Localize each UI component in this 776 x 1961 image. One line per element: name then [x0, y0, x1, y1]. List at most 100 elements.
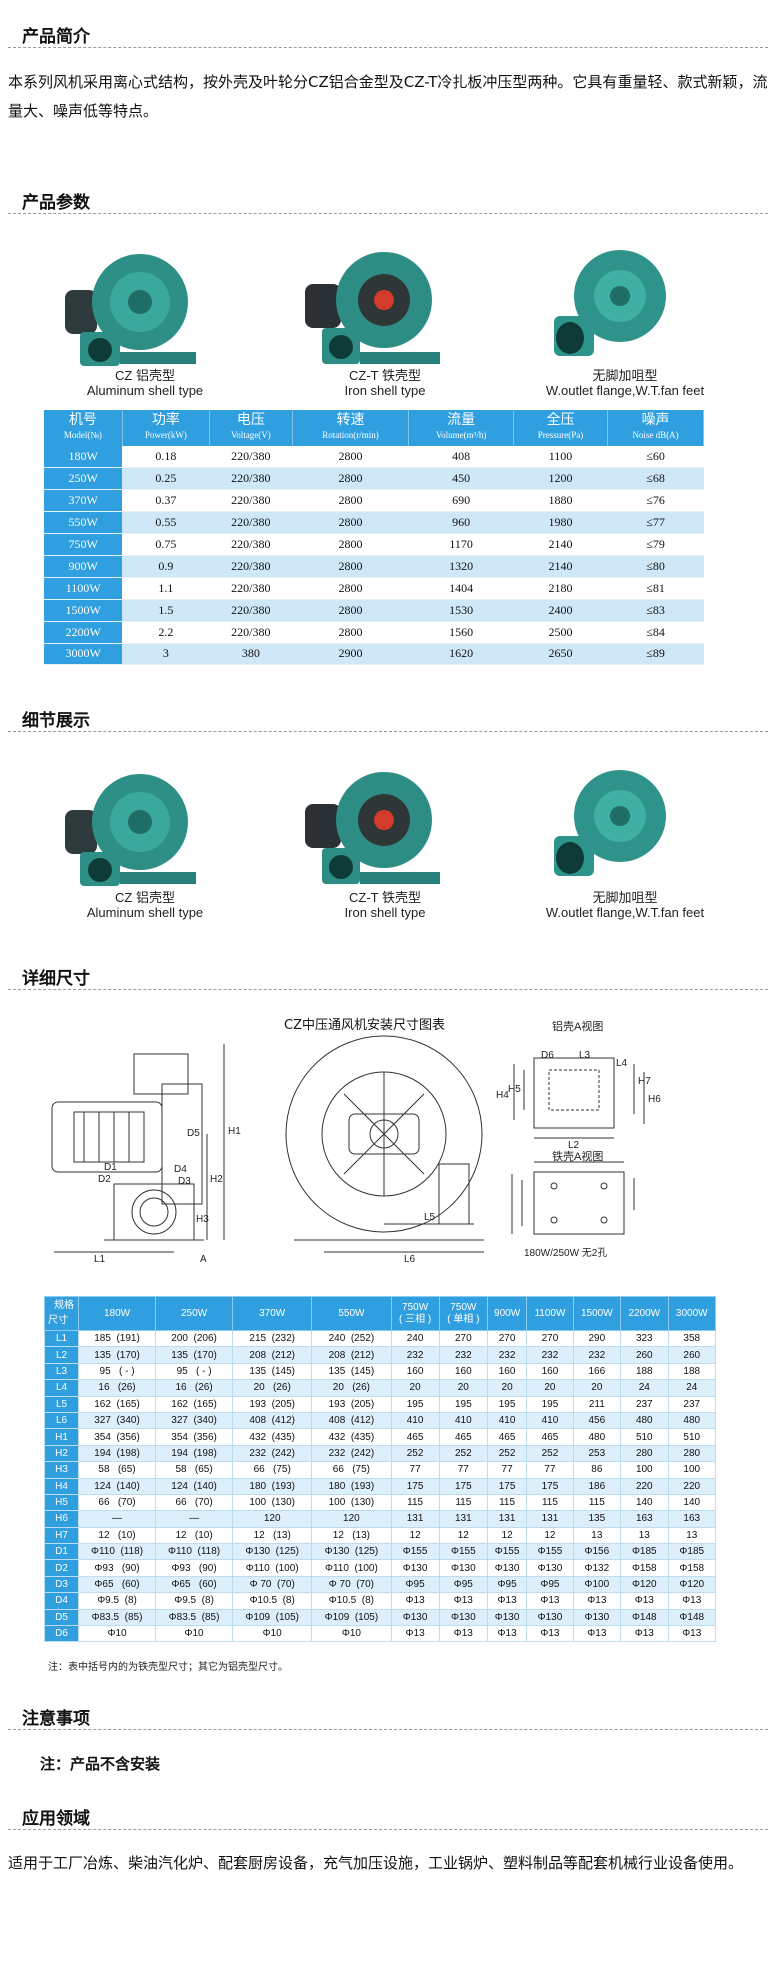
- dim-name-cell: D4: [44, 1592, 79, 1610]
- dim-value-cell: Φ83.5 (85): [155, 1608, 234, 1627]
- param-cell: 2800: [292, 555, 409, 578]
- dim-label: D1: [104, 1162, 117, 1173]
- intro-paragraph: 本系列风机采用离心式结构，按外壳及叶轮分CZ铝合金型及CZ-T冷扎板冲压型两种。…: [8, 73, 768, 120]
- dim-value-cell: 195: [526, 1395, 574, 1413]
- dim-value-cell: 270: [486, 1329, 528, 1348]
- section-header-detail: 细节展示: [0, 698, 776, 738]
- dim-label: D6: [541, 1050, 554, 1061]
- dim-name-cell: L4: [44, 1379, 79, 1397]
- dim-value-cell: Φ130: [572, 1608, 622, 1627]
- dim-value-cell: 20: [572, 1379, 622, 1397]
- dim-value-cell: 358: [667, 1329, 716, 1348]
- dim-value-cell: 252: [390, 1444, 440, 1463]
- application-paragraph: 适用于工厂冶炼、柴油汽化炉、配套厨房设备，充气加压设施，工业锅炉、塑料制品等配套…: [8, 1854, 744, 1872]
- dim-value-cell: Φ13: [390, 1592, 440, 1610]
- dim-label: D3: [178, 1176, 191, 1187]
- dim-value-cell: 163: [667, 1510, 716, 1528]
- dim-label: H6: [648, 1094, 661, 1105]
- product-caption-zh: CZ-T 铁壳型: [349, 890, 421, 905]
- section-header-intro: 产品简介: [0, 14, 776, 54]
- dim-value-cell: 115: [390, 1493, 440, 1512]
- dim-value-cell: 410: [390, 1411, 440, 1430]
- dim-value-cell: Φ13: [438, 1592, 488, 1610]
- dim-value-cell: 232: [572, 1346, 622, 1364]
- dim-value-cell: 185 (191): [77, 1329, 157, 1348]
- dims-header-cell: 250W: [155, 1296, 234, 1331]
- dim-value-cell: 135 (145): [311, 1362, 392, 1381]
- dim-value-cell: 115: [526, 1493, 574, 1512]
- param-cell: 0.18: [122, 446, 210, 469]
- param-cell: 220/380: [209, 599, 293, 622]
- dim-value-cell: Φ10: [232, 1625, 313, 1643]
- divider: [8, 989, 768, 990]
- dim-value-cell: Φ109 (105): [232, 1608, 313, 1627]
- dim-value-cell: 66 (75): [232, 1461, 313, 1479]
- dim-value-cell: Φ100: [572, 1575, 622, 1594]
- dim-value-cell: 140: [620, 1493, 669, 1512]
- dim-value-cell: 20 (26): [232, 1379, 313, 1397]
- product-outlet-flange: 无脚加咀型 W.outlet flange,W.T.fan feet: [520, 240, 730, 400]
- dims-header-cell: 750W ( 三相 ): [390, 1296, 440, 1331]
- dim-value-cell: 180 (193): [232, 1477, 313, 1495]
- dim-value-cell: Φ130: [486, 1559, 528, 1577]
- param-cell: 1530: [408, 599, 514, 622]
- dim-value-cell: 131: [526, 1510, 574, 1528]
- holes-note: 180W/250W 无2孔: [524, 1248, 608, 1259]
- param-cell: 2800: [292, 599, 409, 622]
- dim-value-cell: Φ109 (105): [311, 1608, 392, 1627]
- dim-value-cell: 410: [438, 1411, 488, 1430]
- dim-value-cell: Φ155: [526, 1543, 574, 1561]
- model-cell: 3000W: [44, 643, 123, 666]
- dim-value-cell: 12: [438, 1526, 488, 1545]
- param-cell: 2800: [292, 621, 409, 644]
- drawing-title: CZ中压通风机安装尺寸图表: [284, 1018, 445, 1033]
- dim-value-cell: 77: [390, 1461, 440, 1479]
- param-cell: 1620: [408, 643, 514, 666]
- dim-value-cell: 77: [526, 1461, 574, 1479]
- detail-image-row: CZ 铝壳型 Aluminum shell type CZ-T 铁壳型 Iron…: [40, 760, 740, 920]
- dim-name-cell: H4: [44, 1477, 79, 1495]
- dim-value-cell: 12: [486, 1526, 528, 1545]
- dim-value-cell: 208 (212): [311, 1346, 392, 1364]
- param-cell: 2500: [513, 621, 608, 644]
- dim-value-cell: 135 (145): [232, 1362, 313, 1381]
- dim-value-cell: 410: [486, 1411, 528, 1430]
- dim-value-cell: Φ155: [486, 1543, 528, 1561]
- dim-value-cell: —: [77, 1510, 157, 1528]
- dim-name-cell: L6: [44, 1411, 79, 1430]
- dim-value-cell: 162 (165): [77, 1395, 157, 1413]
- dim-value-cell: Φ65 (60): [155, 1575, 234, 1594]
- dim-value-cell: Φ9.5 (8): [77, 1592, 157, 1610]
- dim-value-cell: 252: [438, 1444, 488, 1463]
- model-cell: 1100W: [44, 577, 123, 600]
- dim-value-cell: 408 (412): [232, 1411, 313, 1430]
- product-caption-en: Iron shell type: [344, 905, 426, 920]
- dim-label: D2: [98, 1174, 111, 1185]
- dims-header-cell: 1100W: [526, 1296, 574, 1331]
- dim-value-cell: 252: [526, 1444, 574, 1463]
- dim-value-cell: Φ13: [486, 1625, 528, 1643]
- dim-value-cell: 232 (242): [311, 1444, 392, 1463]
- dim-name-cell: D6: [44, 1625, 79, 1643]
- dim-value-cell: 280: [620, 1444, 669, 1463]
- dim-value-cell: 13: [620, 1526, 669, 1545]
- param-cell: ≤81: [607, 577, 704, 600]
- dim-value-cell: 232: [486, 1346, 528, 1364]
- detail-czt-iron: CZ-T 铁壳型 Iron shell type: [280, 760, 490, 920]
- param-cell: ≤84: [607, 621, 704, 644]
- dim-value-cell: 188: [620, 1362, 669, 1381]
- dim-value-cell: Φ13: [620, 1592, 669, 1610]
- dim-label: L6: [404, 1254, 416, 1265]
- param-cell: 0.9: [122, 555, 210, 578]
- param-cell: 0.25: [122, 467, 210, 491]
